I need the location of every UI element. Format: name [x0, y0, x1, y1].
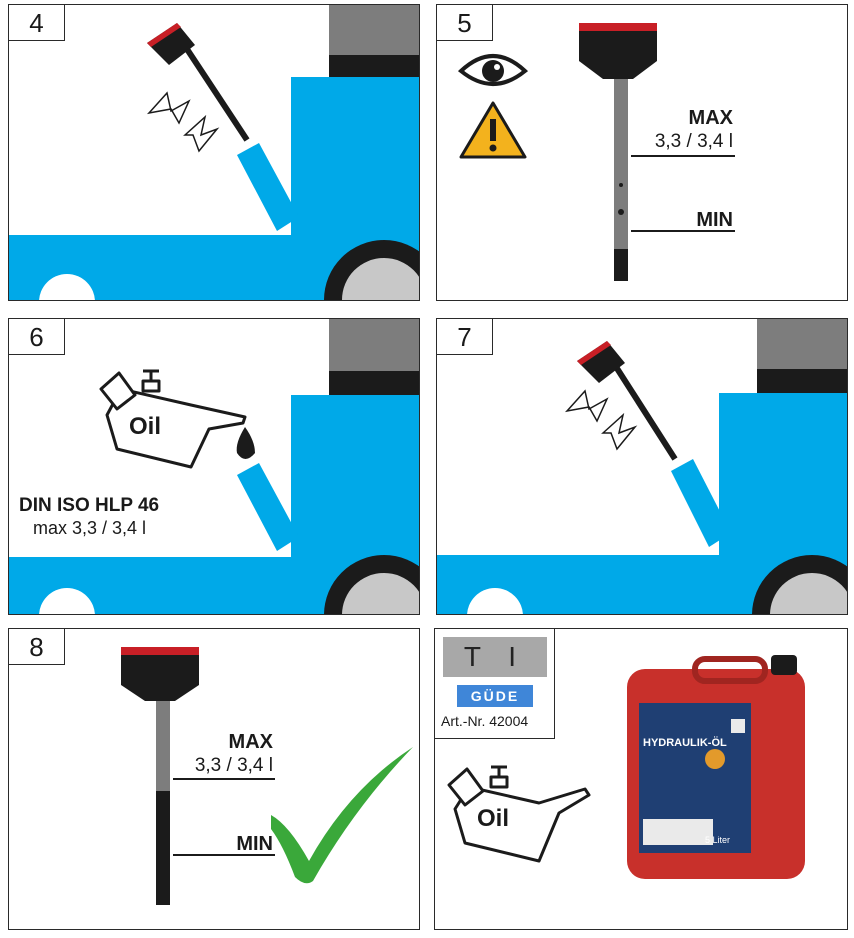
step-number: 8 — [9, 629, 65, 665]
refresh-arrows-icon — [146, 91, 220, 153]
oil-can-label: Oil — [477, 805, 510, 832]
step-number: 4 — [9, 5, 65, 41]
oil-spec-title: DIN ISO HLP 46 — [19, 495, 160, 516]
refresh-arrows-icon — [564, 389, 638, 451]
tip-box: T I P GÜDE Art.-Nr. 42004 — [435, 629, 555, 739]
step-number: 7 — [437, 319, 493, 355]
oil-drop-icon — [236, 427, 255, 459]
step-number: 6 — [9, 319, 65, 355]
dipstick-illustration — [121, 647, 413, 905]
article-number: Art.-Nr. 42004 — [441, 713, 529, 729]
dipstick-illustration — [457, 23, 735, 281]
brand-logo: GÜDE — [457, 685, 533, 707]
eye-icon — [457, 54, 529, 86]
tip-illustration — [447, 655, 805, 879]
machine-illustration — [437, 319, 847, 614]
max-value: 3,3 / 3,4 l — [654, 131, 733, 152]
canister-volume: 5 Liter — [705, 835, 731, 845]
max-value: 3,3 / 3,4 l — [194, 755, 273, 776]
step-number: 5 — [437, 5, 493, 41]
oil-can-label: Oil — [129, 413, 162, 440]
check-mark-icon — [271, 747, 413, 884]
min-label: MIN — [696, 209, 733, 231]
oil-canister-image — [627, 655, 805, 879]
panel-step-4: 4 — [8, 4, 420, 301]
panel-step-5: 5 MAX 3,3 / 3,4 l MIN — [436, 4, 848, 301]
oil-can-icon — [99, 369, 247, 469]
panel-step-8: 8 MAX 3,3 / 3,4 l MIN — [8, 628, 420, 930]
machine-illustration — [9, 5, 419, 300]
max-label: MAX — [228, 731, 273, 753]
oil-spec-value: max 3,3 / 3,4 l — [33, 518, 147, 538]
panel-step-7: 7 — [436, 318, 848, 615]
canister-label: HYDRAULIK-ÖL — [643, 737, 727, 749]
panel-tip: T I P GÜDE Art.-Nr. 42004 Oil HYDRAULIK-… — [434, 628, 848, 930]
max-label: MAX — [688, 107, 733, 129]
min-label: MIN — [236, 833, 273, 855]
warning-icon — [459, 101, 527, 159]
filling-illustration — [9, 319, 419, 614]
oil-can-icon — [447, 765, 591, 863]
panel-step-6: 6 Oil DIN ISO HLP 46 max 3,3 / 3,4 l — [8, 318, 420, 615]
